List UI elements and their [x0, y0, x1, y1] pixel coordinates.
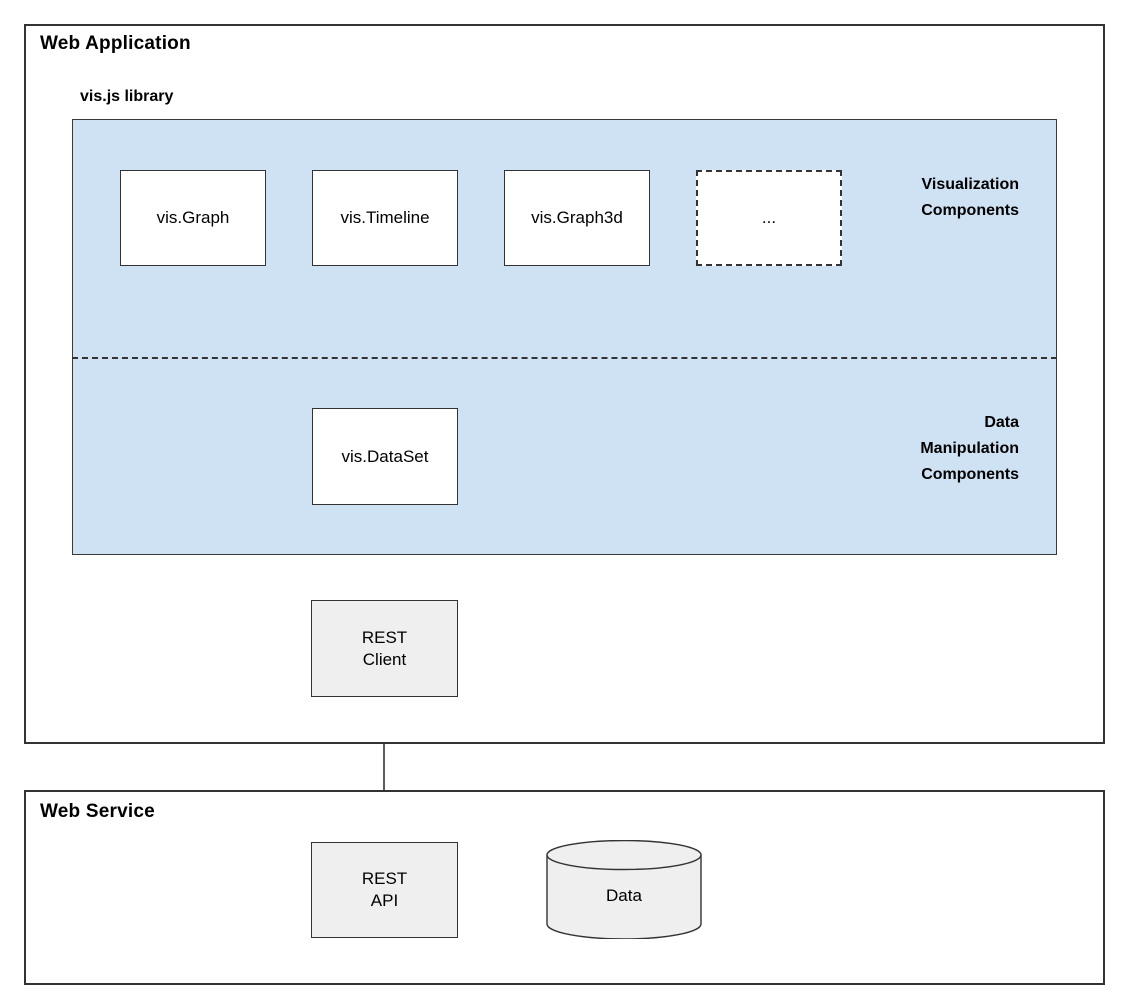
node-data-store[interactable]: Data	[546, 839, 702, 940]
node-more-components-label: ...	[761, 208, 777, 228]
node-rest-api[interactable]: REST API	[311, 842, 458, 938]
node-vis-graph[interactable]: vis.Graph	[120, 170, 266, 266]
node-rest-client-label: REST Client	[361, 627, 408, 669]
node-more-components[interactable]: ...	[696, 170, 842, 266]
vis-js-library-title: vis.js library	[80, 88, 174, 105]
node-vis-graph-label: vis.Graph	[156, 208, 230, 228]
node-vis-graph3d[interactable]: vis.Graph3d	[504, 170, 650, 266]
node-vis-dataset[interactable]: vis.DataSet	[312, 408, 458, 505]
node-vis-dataset-label: vis.DataSet	[341, 446, 429, 466]
node-rest-api-label: REST API	[361, 869, 408, 910]
web-service-title: Web Service	[40, 801, 155, 822]
node-vis-graph3d-label: vis.Graph3d	[531, 208, 623, 228]
node-rest-client[interactable]: REST Client	[311, 600, 458, 697]
node-vis-timeline[interactable]: vis.Timeline	[312, 170, 458, 266]
visualization-components-label: Visualization Components	[921, 176, 1019, 219]
layer-divider	[72, 357, 1057, 359]
web-application-title: Web Application	[40, 33, 191, 54]
data-manipulation-components-label: Data Manipulation Components	[920, 414, 1019, 483]
node-data-store-label: Data	[606, 886, 642, 905]
node-vis-timeline-label: vis.Timeline	[340, 208, 430, 228]
database-cylinder-icon	[546, 839, 702, 940]
